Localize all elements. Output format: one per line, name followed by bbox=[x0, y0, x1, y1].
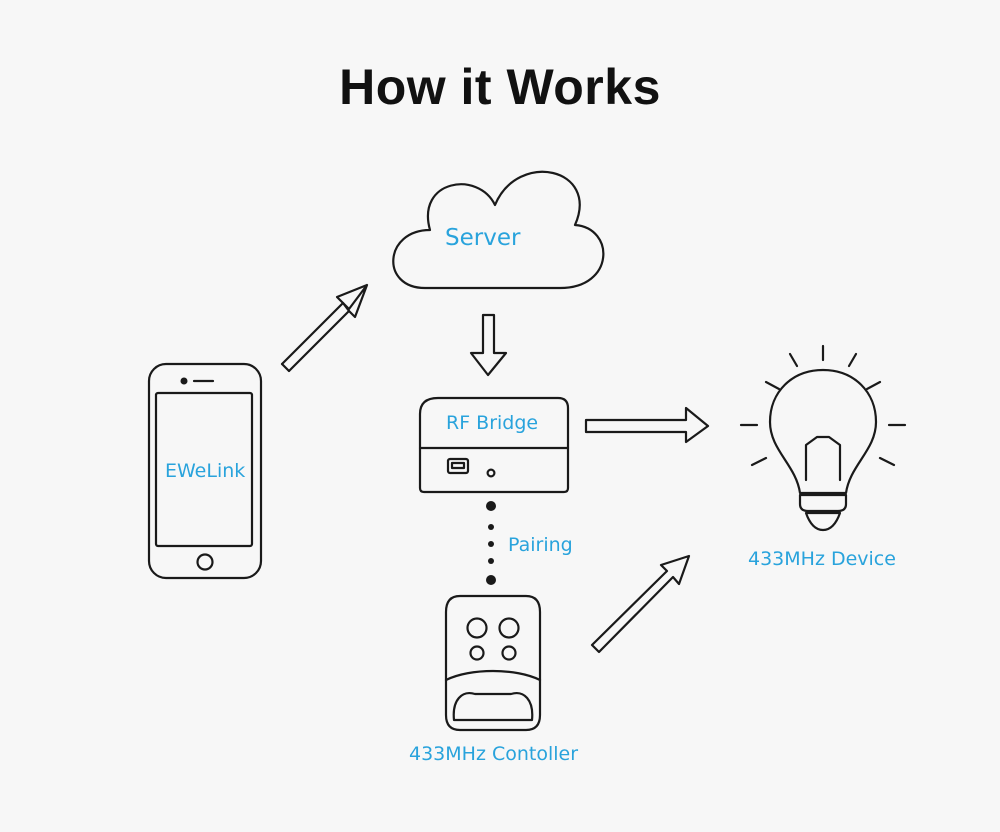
arrow-controller-to-device bbox=[590, 554, 691, 654]
rf-bridge-icon bbox=[418, 396, 570, 494]
smartphone-icon bbox=[147, 362, 263, 580]
light-bulb-icon bbox=[739, 344, 907, 532]
arrow-bridge-to-device bbox=[584, 406, 710, 444]
arrow-phone-to-server-outline bbox=[280, 301, 351, 373]
phone-app-label: EWeLink bbox=[165, 460, 246, 482]
rf-bridge-label: RF Bridge bbox=[446, 412, 539, 434]
page-title: How it Works bbox=[339, 59, 661, 115]
controller-label: 433MHz Contoller bbox=[409, 743, 579, 765]
arrow-phone-to-server bbox=[280, 283, 369, 373]
pairing-link bbox=[486, 501, 496, 585]
cloud-icon bbox=[392, 170, 605, 290]
remote-control-icon bbox=[444, 594, 542, 732]
arrow-server-to-bridge bbox=[469, 313, 508, 377]
pairing-label: Pairing bbox=[508, 534, 573, 556]
device-label: 433MHz Device bbox=[748, 548, 896, 570]
server-label: Server bbox=[445, 225, 521, 251]
